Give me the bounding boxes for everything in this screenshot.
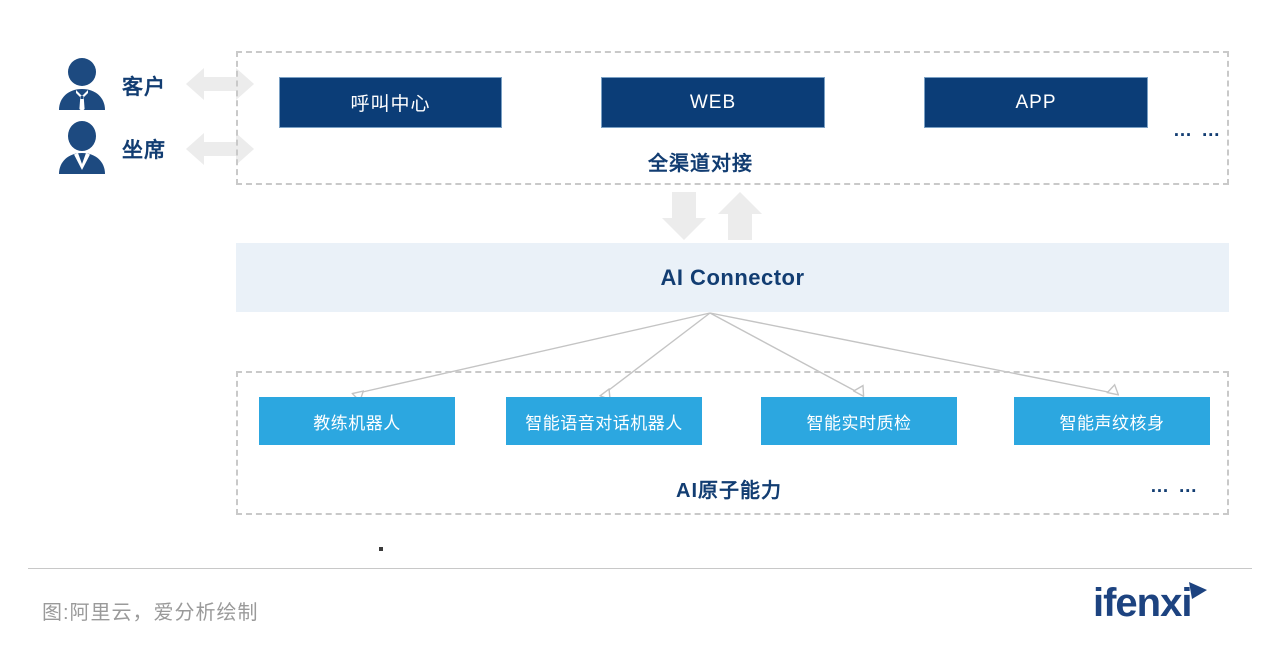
footer-divider <box>28 568 1252 569</box>
capability-box-realtime-qa[interactable]: 智能实时质检 <box>761 397 957 445</box>
ifenxi-logo: ifenxi <box>1093 580 1211 629</box>
ai-connector-label: AI Connector <box>660 264 805 290</box>
capability-box-coach-robot-label: 教练机器人 <box>313 413 401 433</box>
actor-label-agent: 坐席 <box>122 139 166 162</box>
footer-caption: 图:阿里云，爱分析绘制 <box>42 602 259 624</box>
actor-row-agent: 坐席 <box>56 120 166 178</box>
capability-layer-ellipsis: … … <box>1150 476 1200 497</box>
stray-dot-artifact <box>379 547 383 551</box>
channel-box-web[interactable]: WEB <box>601 77 825 128</box>
capability-box-voice-dialog-robot-label: 智能语音对话机器人 <box>525 413 683 433</box>
channel-box-app-label: APP <box>1015 91 1057 113</box>
person-agent-icon <box>56 120 108 178</box>
capability-layer-title: AI原子能力 <box>676 480 782 502</box>
connector-transfer-arrows <box>660 192 764 245</box>
channel-layer-ellipsis: … … <box>1173 120 1223 141</box>
channel-box-call-center-label: 呼叫中心 <box>350 94 431 115</box>
channel-layer-container <box>236 51 1229 185</box>
actor-label-customer: 客户 <box>122 76 166 99</box>
ai-connector-band[interactable]: AI Connector <box>236 243 1229 312</box>
channel-box-web-label: WEB <box>689 91 737 113</box>
svg-text:ifenxi: ifenxi <box>1093 581 1191 624</box>
person-suit-tie-icon <box>56 57 108 115</box>
capability-box-voiceprint-auth-label: 智能声纹核身 <box>1059 413 1165 433</box>
arrow-up-icon <box>718 192 762 240</box>
channel-box-call-center[interactable]: 呼叫中心 <box>279 77 502 128</box>
capability-box-voice-dialog-robot[interactable]: 智能语音对话机器人 <box>506 397 702 445</box>
channel-layer-title: 全渠道对接 <box>648 153 753 175</box>
arrow-down-icon <box>662 192 706 240</box>
actor-row-customer: 客户 <box>56 57 166 115</box>
capability-box-voiceprint-auth[interactable]: 智能声纹核身 <box>1014 397 1210 445</box>
capability-layer-container <box>236 371 1229 515</box>
capability-box-realtime-qa-label: 智能实时质检 <box>806 413 912 433</box>
capability-box-coach-robot[interactable]: 教练机器人 <box>259 397 455 445</box>
channel-box-app[interactable]: APP <box>924 77 1148 128</box>
